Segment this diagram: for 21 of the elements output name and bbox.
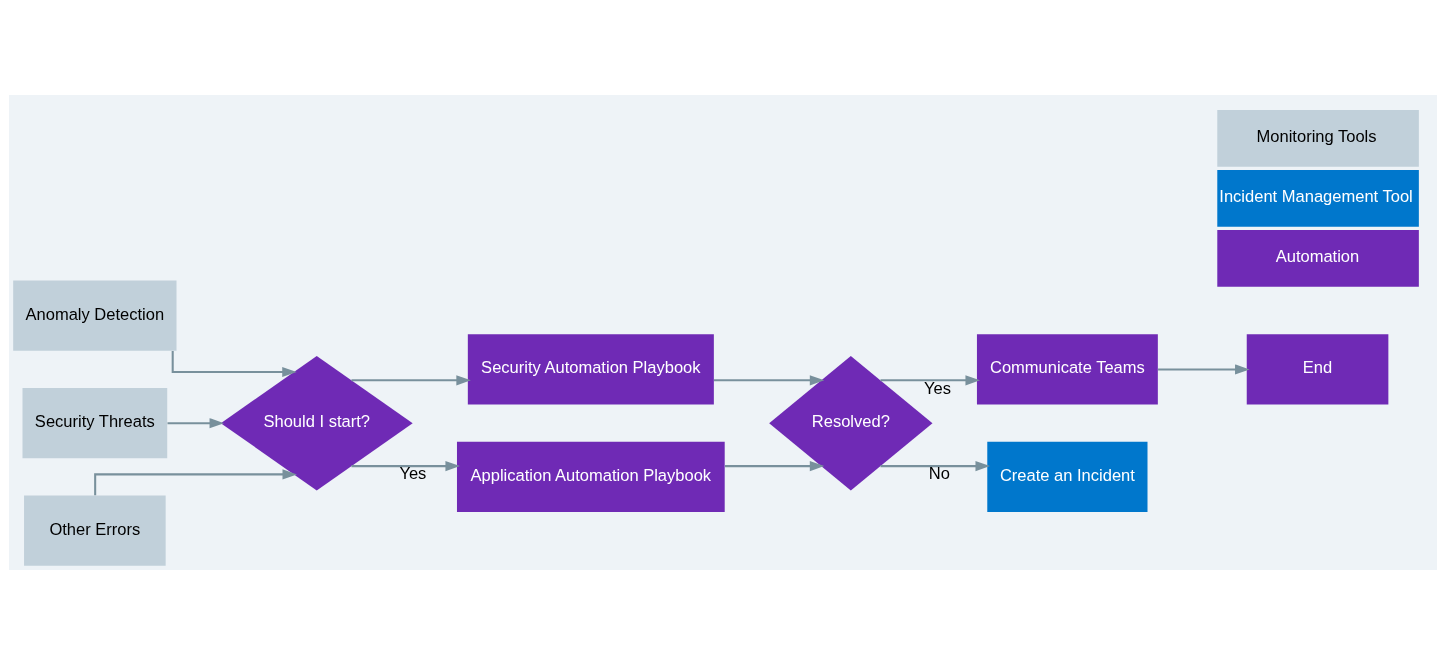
- node-box: Create an Incident: [986, 441, 1147, 512]
- node-box: Anomaly Detection: [12, 280, 176, 351]
- arrow: [93, 468, 297, 495]
- arrow: [880, 374, 980, 385]
- arrow: [350, 374, 471, 385]
- node-box: Application Automation Playbook: [456, 441, 725, 512]
- legend-label: Automation: [1275, 246, 1359, 266]
- node-box: Communicate Teams: [976, 333, 1158, 405]
- arrow: [1157, 363, 1250, 375]
- node-box: Security Threats: [22, 387, 167, 458]
- arrow: [880, 460, 990, 471]
- node-box: Security Automation Playbook: [467, 333, 714, 405]
- legend-label: Monitoring Tools: [1256, 126, 1377, 146]
- node-box: Other Errors: [23, 495, 166, 566]
- node-box: End: [1246, 333, 1388, 405]
- arrow: [350, 460, 460, 471]
- arrow: [167, 417, 224, 428]
- arrow: [713, 374, 824, 385]
- legend-label: Incident Management Tool: [1218, 186, 1413, 206]
- arrow: [724, 460, 824, 471]
- arrow: [171, 350, 297, 377]
